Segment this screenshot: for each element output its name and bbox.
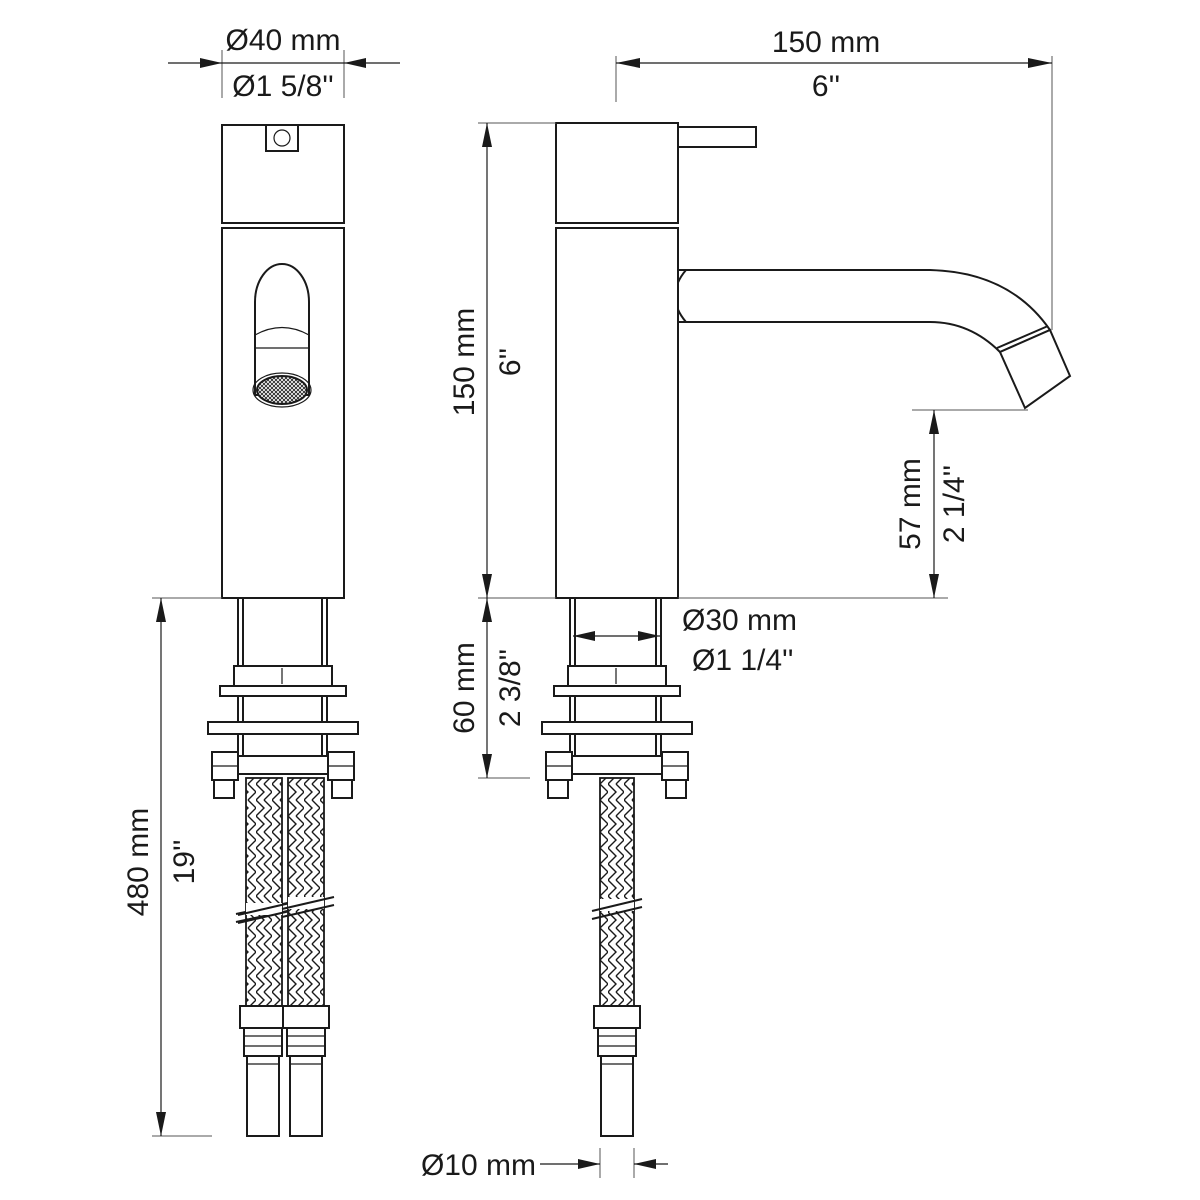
front-body: [221, 227, 345, 599]
shank-length-mm: 60 mm: [448, 642, 481, 734]
front-hose-left: [235, 777, 293, 1137]
dim-reach: 150 mm 6'': [615, 26, 1053, 330]
side-spout: [677, 269, 1052, 354]
top-diameter-mm: Ø40 mm: [225, 24, 340, 57]
dim-hose-diameter: Ø10 mm: [421, 1148, 668, 1182]
side-shank: [541, 598, 693, 799]
front-hose-right: [281, 777, 335, 1137]
front-shank: [207, 598, 359, 799]
dim-shank-diameter: Ø30 mm Ø1 1/4'': [573, 604, 797, 677]
reach-mm: 150 mm: [772, 26, 880, 59]
front-view: [207, 124, 359, 1137]
dim-height: 150 mm 6'': [448, 122, 556, 599]
side-spout-tip: [998, 328, 1072, 410]
side-lever-handle: [675, 126, 757, 148]
side-cap: [555, 122, 679, 224]
front-cap-indicator: [265, 124, 299, 152]
height-in: 6'': [494, 348, 527, 376]
shank-diameter-in: Ø1 1/4'': [692, 644, 794, 677]
shank-length-in: 2 3/8'': [494, 649, 527, 727]
dim-shank-length: 60 mm 2 3/8'': [448, 598, 530, 779]
dim-spout-height: 57 mm 2 1/4'': [678, 409, 1028, 599]
reach-in: 6'': [812, 70, 840, 103]
height-mm: 150 mm: [448, 308, 481, 416]
spout-height-mm: 57 mm: [894, 458, 927, 550]
side-body: [555, 227, 679, 599]
front-outlet-opening: [254, 263, 310, 396]
spout-height-in: 2 1/4'': [938, 465, 971, 543]
dim-hose-length: 480 mm 19'': [122, 597, 222, 1137]
front-aerator: [256, 375, 308, 405]
hose-length-in: 19'': [168, 840, 201, 885]
top-diameter-in: Ø1 5/8'': [232, 70, 334, 103]
side-view: [541, 122, 1072, 1137]
front-cap-indicator-hole: [273, 129, 291, 147]
hose-diameter-mm: Ø10 mm: [421, 1149, 536, 1182]
shank-diameter-mm: Ø30 mm: [682, 604, 797, 637]
side-hose: [591, 777, 643, 1137]
dim-top-diameter: Ø40 mm Ø1 5/8'': [168, 24, 400, 103]
hose-length-mm: 480 mm: [122, 808, 155, 916]
